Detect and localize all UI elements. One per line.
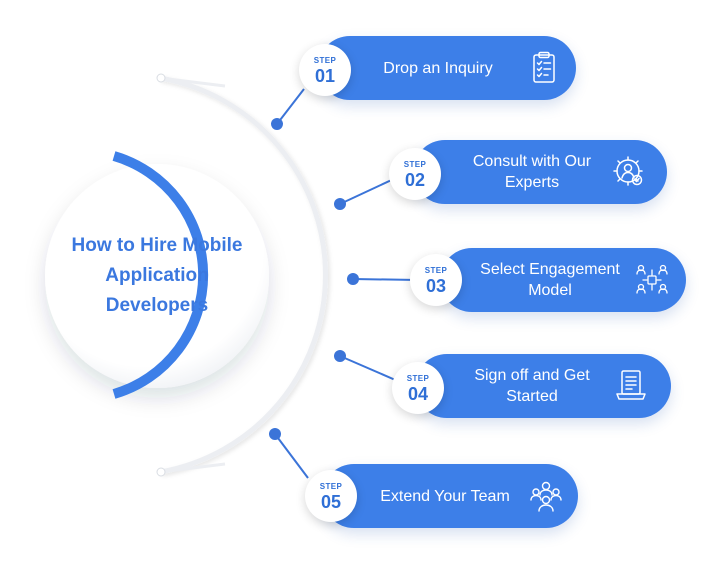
step-3-prefix: STEP — [424, 266, 448, 275]
step-2-label: Consult with Our Experts — [472, 153, 592, 191]
outer-arc-top-cap — [156, 73, 166, 83]
step-5-badge: STEP 05 — [305, 470, 357, 522]
step-5-label: Extend Your Team — [380, 487, 510, 505]
connector-dot-4 — [334, 350, 346, 362]
connector-dot-2 — [334, 198, 346, 210]
step-1-card: Drop an Inquiry — [318, 36, 576, 100]
team-network-icon — [636, 264, 668, 294]
outer-arc-top-tail — [159, 76, 226, 88]
step-3-number: 03 — [425, 276, 447, 296]
step-4-card: Sign off and Get Started — [415, 354, 671, 418]
clipboard-checklist-icon — [533, 51, 555, 83]
step-2-card: Consult with Our Experts — [413, 140, 667, 204]
team-group-icon — [530, 481, 562, 512]
step-3-label: Select Engagement Model — [480, 261, 620, 299]
step-5-number: 05 — [320, 492, 342, 512]
step-4-badge: STEP 04 — [392, 362, 444, 414]
center-disc — [45, 164, 269, 388]
step-2-number: 02 — [404, 170, 426, 190]
connector-line-4 — [339, 355, 401, 383]
outer-arc — [159, 75, 328, 475]
diagram-title: How to Hire Mobile Application Developer… — [71, 235, 243, 316]
connector-line-2 — [339, 176, 399, 205]
step-5-card: Extend Your Team — [322, 464, 578, 528]
step-2-prefix: STEP — [403, 160, 427, 169]
gear-user-icon — [613, 156, 643, 186]
step-3-badge: STEP 03 — [410, 254, 462, 306]
connector-dot-3 — [347, 273, 359, 285]
document-laptop-icon — [616, 370, 646, 400]
step-1-prefix: STEP — [313, 56, 337, 65]
step-2-badge: STEP 02 — [389, 148, 441, 200]
connector-line-1 — [276, 88, 305, 125]
center-accent-arc — [112, 151, 209, 399]
connector-line-3 — [352, 278, 419, 281]
step-4-number: 04 — [407, 384, 429, 404]
step-1-label: Drop an Inquiry — [383, 59, 493, 77]
connector-dot-1 — [271, 118, 283, 130]
outer-arc-bottom-cap — [156, 467, 166, 477]
step-1-badge: STEP 01 — [299, 44, 351, 96]
step-4-prefix: STEP — [406, 374, 430, 383]
connector-dot-5 — [269, 428, 281, 440]
step-1-number: 01 — [314, 66, 336, 86]
outer-arc-bottom-tail — [159, 462, 226, 474]
step-3-card: Select Engagement Model — [440, 248, 686, 312]
step-5-prefix: STEP — [319, 482, 343, 491]
step-4-label: Sign off and Get Started — [474, 367, 590, 405]
connector-line-5 — [274, 433, 309, 479]
